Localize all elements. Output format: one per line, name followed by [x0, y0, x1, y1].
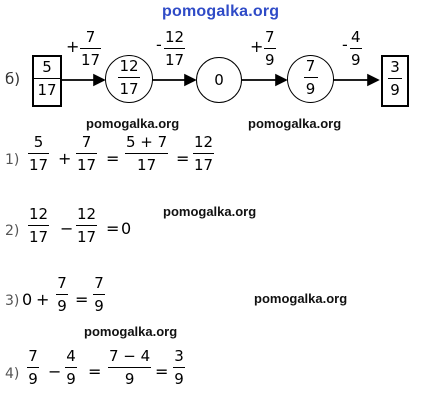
line2-label: 2) — [5, 223, 20, 239]
watermark-top: pomogalka.org — [162, 3, 280, 20]
line4-equals-2: = — [155, 362, 169, 381]
line2-result: 0 — [121, 219, 132, 238]
chain-circle-2-value: 0 — [214, 71, 224, 89]
line2-minus: − — [60, 219, 74, 238]
chain-start-box — [32, 55, 62, 107]
chain-end-box — [381, 55, 409, 107]
line3-equals: = — [75, 290, 89, 309]
line3-label: 3) — [5, 293, 20, 309]
chain-op3-sign: + — [250, 37, 264, 56]
watermark-line2: pomogalka.org — [163, 204, 257, 219]
chain-op4-sign: - — [342, 35, 348, 54]
part-label: б) — [5, 70, 21, 88]
line1-equals-2: = — [176, 149, 190, 168]
line3-lead-zero: 0 — [22, 290, 33, 309]
line1-equals-1: = — [106, 149, 120, 168]
line3-plus: + — [36, 290, 50, 309]
chain-circle-3 — [287, 55, 334, 103]
line4-equals-1: = — [88, 362, 102, 381]
chain-circle-1 — [105, 55, 153, 103]
chain-circle-2 — [196, 57, 242, 103]
chain-arrows — [62, 73, 380, 87]
chain-op2-sign: - — [156, 35, 162, 54]
watermark-line3-left: pomogalka.org — [84, 324, 178, 339]
line4-label: 4) — [5, 366, 20, 382]
watermark-mid-left: pomogalka.org — [86, 116, 180, 131]
line2-equals: = — [106, 219, 120, 238]
line1-plus: + — [58, 149, 72, 168]
watermark-line3-right: pomogalka.org — [254, 291, 348, 306]
chain-op1-sign: + — [66, 37, 80, 56]
watermark-mid-right: pomogalka.org — [248, 116, 342, 131]
line4-minus: − — [48, 362, 62, 381]
line1-label: 1) — [5, 152, 20, 168]
